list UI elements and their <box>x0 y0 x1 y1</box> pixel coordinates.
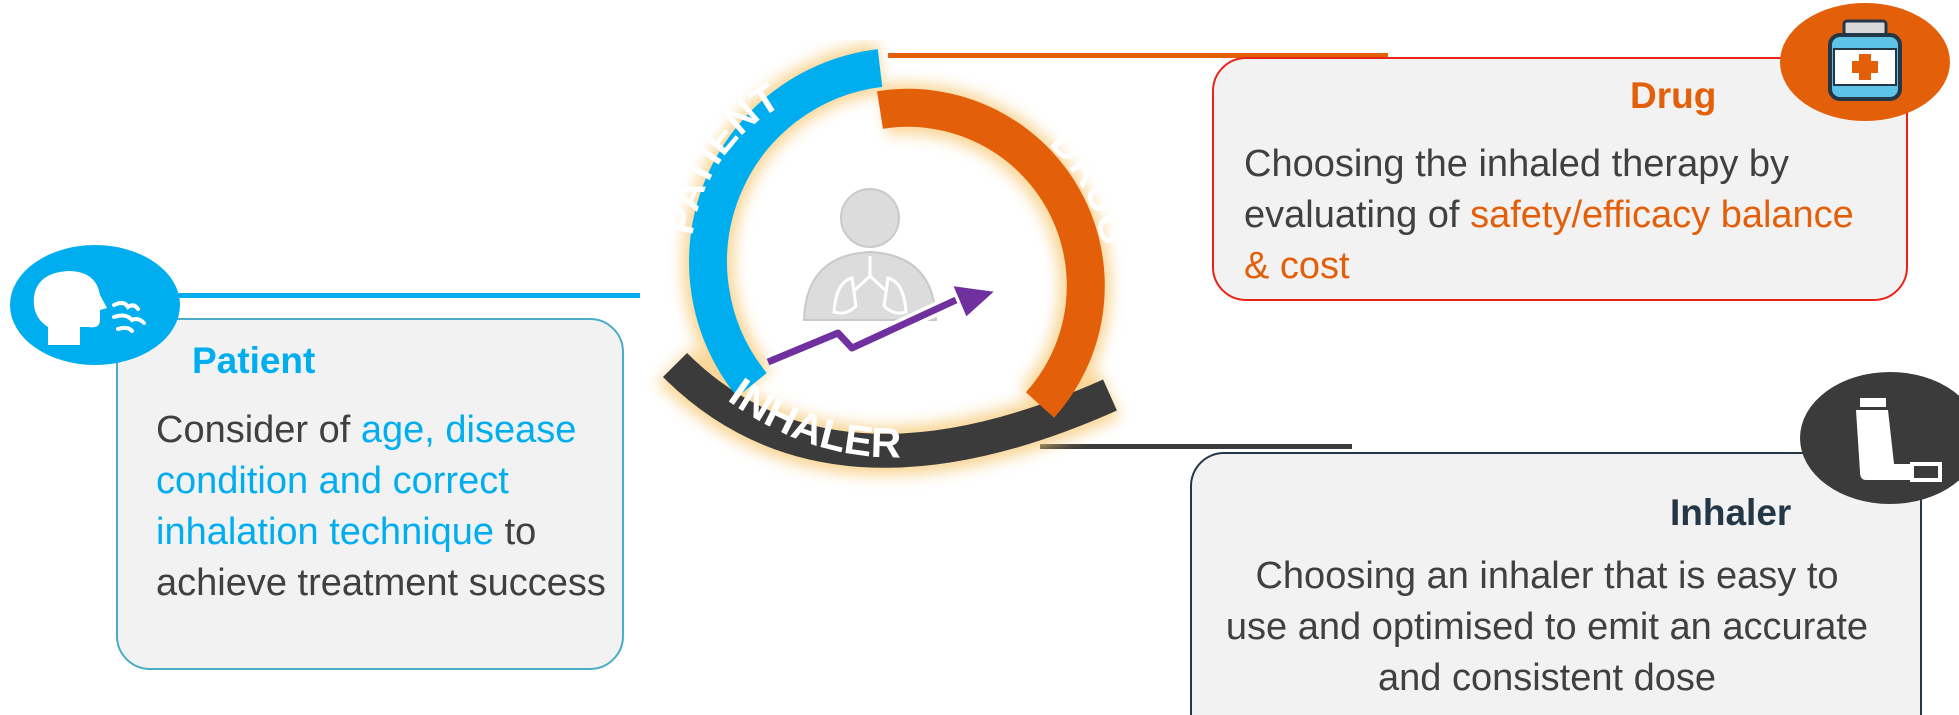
patient-card: Patient Consider of age, disease conditi… <box>116 318 624 670</box>
person-breathing-icon <box>33 271 146 345</box>
drug-icon-badge <box>1780 3 1950 121</box>
patient-arc <box>689 49 883 398</box>
inhaler-connector-line <box>1040 444 1352 449</box>
inhaler-arc <box>662 352 1117 468</box>
medicine-bottle-icon <box>1828 19 1902 101</box>
patient-title: Patient <box>192 340 316 381</box>
inhaler-description: Choosing an inhaler that is easy to use … <box>1225 555 1869 699</box>
inhaler-title: Inhaler <box>1670 492 1792 533</box>
inhaler-card: Inhaler Choosing an inhaler that is easy… <box>1190 452 1922 715</box>
patient-text-suffix: to achieve treatment success <box>156 511 606 604</box>
trend-arrow-icon <box>765 283 999 369</box>
lungs-person-icon <box>802 188 938 321</box>
patient-description: Consider of age, disease condition and c… <box>156 405 606 609</box>
patient-text-prefix: Consider of <box>156 409 361 451</box>
drug-connector-line <box>888 53 1388 58</box>
drug-title: Drug <box>1630 75 1717 116</box>
drug-text-highlight: safety/efficacy balance & cost <box>1244 194 1854 287</box>
drug-card: Drug Choosing the inhaled therapy by eva… <box>1212 57 1908 301</box>
drug-text-prefix: Choosing the inhaled therapy by evaluati… <box>1244 143 1790 236</box>
inhaler-arc-label: INHALER <box>721 369 901 467</box>
drug-arc <box>877 88 1105 418</box>
treatment-cycle-diagram: PATIENT DRUG INHALER <box>657 42 1130 476</box>
patient-text-highlight: age, disease condition and correct inhal… <box>156 409 577 553</box>
inhaler-icon-badge <box>1800 372 1959 504</box>
patient-icon-badge <box>10 245 180 365</box>
patient-connector-line <box>170 293 640 298</box>
drug-description: Choosing the inhaled therapy by evaluati… <box>1244 139 1884 292</box>
inhaler-icon <box>1856 398 1942 482</box>
